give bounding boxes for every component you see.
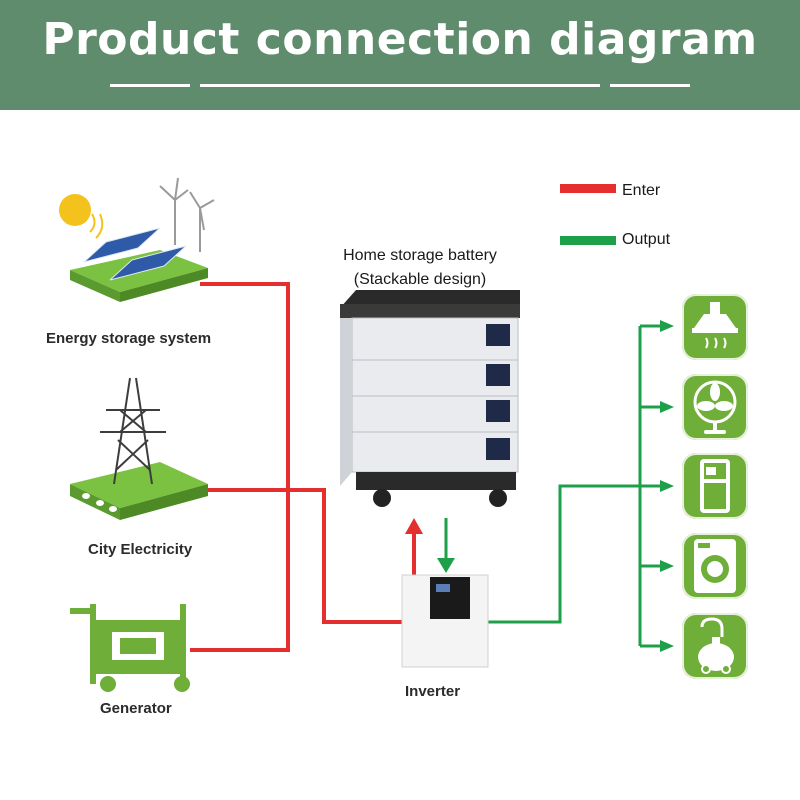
washing-machine-icon <box>694 539 736 593</box>
inverter-icon <box>401 574 489 668</box>
refrigerator-icon <box>700 459 730 513</box>
battery-to-inverter-arrow <box>437 558 455 573</box>
battery-stack-icon <box>340 290 520 507</box>
input-lines <box>190 282 416 652</box>
appliance-vacuum-cleaner <box>682 613 748 679</box>
power-tower-icon <box>70 377 208 520</box>
inverter-label: Inverter <box>405 683 461 700</box>
output-lines <box>444 324 662 648</box>
header-banner: Product connection diagram <box>0 0 800 110</box>
inverter-to-battery-arrow <box>405 518 423 534</box>
inverter-output-line <box>472 484 640 624</box>
output-arrows <box>660 320 674 652</box>
vacuum-cleaner-icon <box>698 617 734 674</box>
legend-enter-swatch <box>560 184 616 193</box>
header-rule-center <box>200 84 600 87</box>
solar-input-line <box>190 282 290 652</box>
header-rule-right <box>610 84 690 87</box>
fan-icon <box>693 380 737 434</box>
battery-title-line2: (Stackable design) <box>353 271 487 288</box>
appliance-refrigerator <box>682 453 748 519</box>
header-rule-left <box>110 84 190 87</box>
source-label-energy-storage: Energy storage system <box>46 330 212 347</box>
grid-input-line <box>200 488 402 624</box>
generator-icon <box>70 604 190 692</box>
range-hood-icon <box>692 302 738 349</box>
page-title: Product connection diagram <box>42 14 758 65</box>
legend-enter-label: Enter <box>622 182 661 199</box>
appliance-fan <box>682 374 748 440</box>
legend-output-swatch <box>560 236 616 245</box>
appliance-washing-machine <box>682 533 748 599</box>
legend-output-label: Output <box>622 231 671 248</box>
appliance-range-hood <box>682 294 748 360</box>
source-label-city-electricity: City Electricity <box>88 541 193 558</box>
battery-title-line1: Home storage battery <box>343 247 497 264</box>
solar-wind-icon <box>59 177 215 302</box>
source-label-generator: Generator <box>100 700 172 717</box>
